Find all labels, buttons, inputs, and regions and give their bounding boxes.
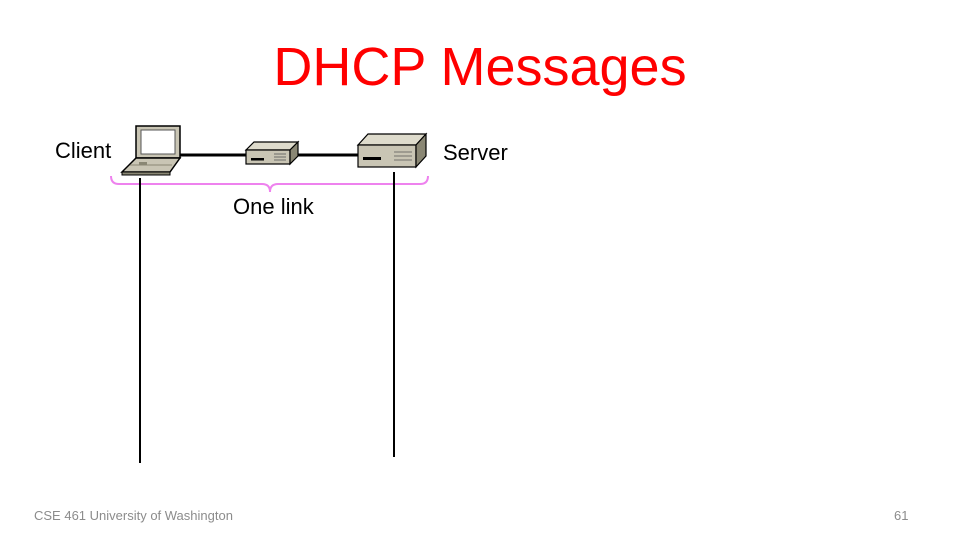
slide-title: DHCP Messages: [273, 37, 687, 97]
page-number: 61: [894, 508, 909, 523]
server-label: Server: [443, 140, 508, 165]
switch-icon: [244, 140, 300, 166]
one-link-brace: [110, 175, 429, 193]
laptop-icon: [120, 125, 182, 176]
client-label: Client: [55, 138, 112, 163]
server-icon: [356, 132, 428, 169]
footer-course: CSE 461 University of Washington: [34, 508, 233, 523]
one-link-label: One link: [233, 194, 314, 219]
